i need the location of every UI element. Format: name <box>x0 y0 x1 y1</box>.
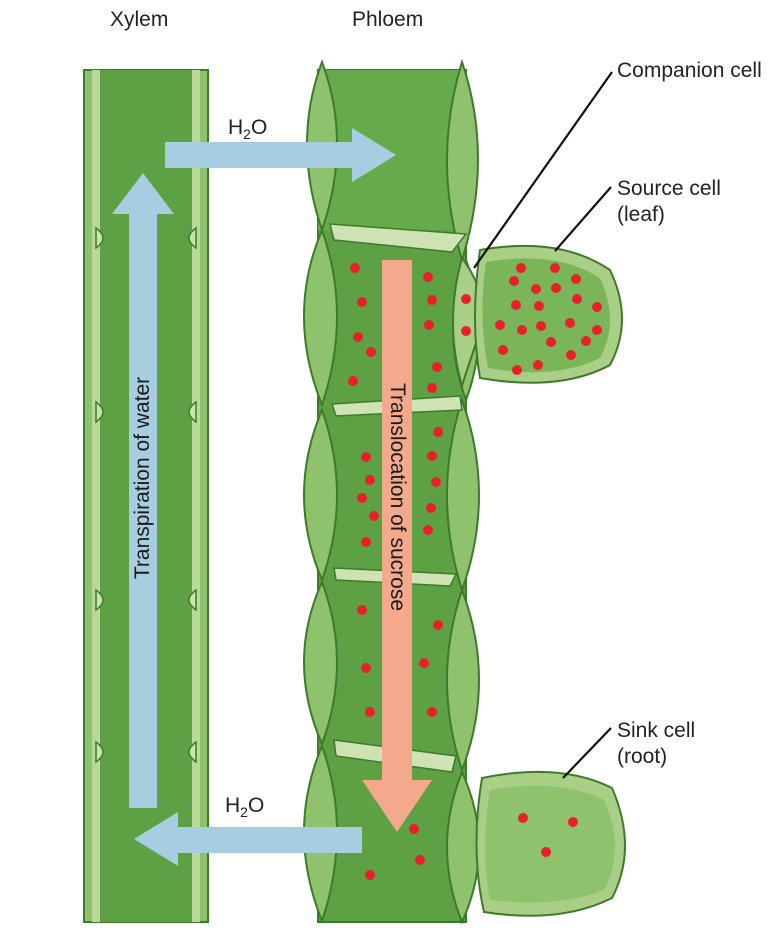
source-cell-label: Source cell (leaf) <box>617 177 721 226</box>
transpiration-arrow <box>112 173 174 808</box>
phloem-tube <box>317 69 467 923</box>
phloem-left-cells <box>303 59 338 924</box>
transpiration-text: Transpiration of water <box>131 376 154 580</box>
label-leader-lines <box>473 71 613 779</box>
phloem-label: Phloem <box>352 8 424 31</box>
sucrose-dots <box>348 263 602 880</box>
source-cell <box>474 245 623 384</box>
translocation-arrow <box>362 260 432 832</box>
companion-cell-label: Companion cell <box>617 59 762 82</box>
h2o-label-top: H2O <box>228 115 267 147</box>
h2o-label-bottom: H2O <box>225 793 264 825</box>
h2o-top-h: H <box>228 116 244 139</box>
sink-cell <box>475 770 626 917</box>
sink-cell-label: Sink cell (root) <box>617 719 696 768</box>
h2o-arrow-bottom <box>134 812 362 866</box>
sieve-plates <box>329 223 468 773</box>
h2o-bottom-h: H <box>225 794 241 817</box>
xylem-label: Xylem <box>110 8 169 31</box>
h2o-arrow-top <box>165 128 396 182</box>
h2o-bottom-sub: 2 <box>240 804 248 821</box>
h2o-top-sub: 2 <box>243 126 251 143</box>
h2o-bottom-o: O <box>247 794 265 817</box>
translocation-text: Translocation of sucrose <box>386 383 409 611</box>
h2o-top-o: O <box>250 116 268 139</box>
